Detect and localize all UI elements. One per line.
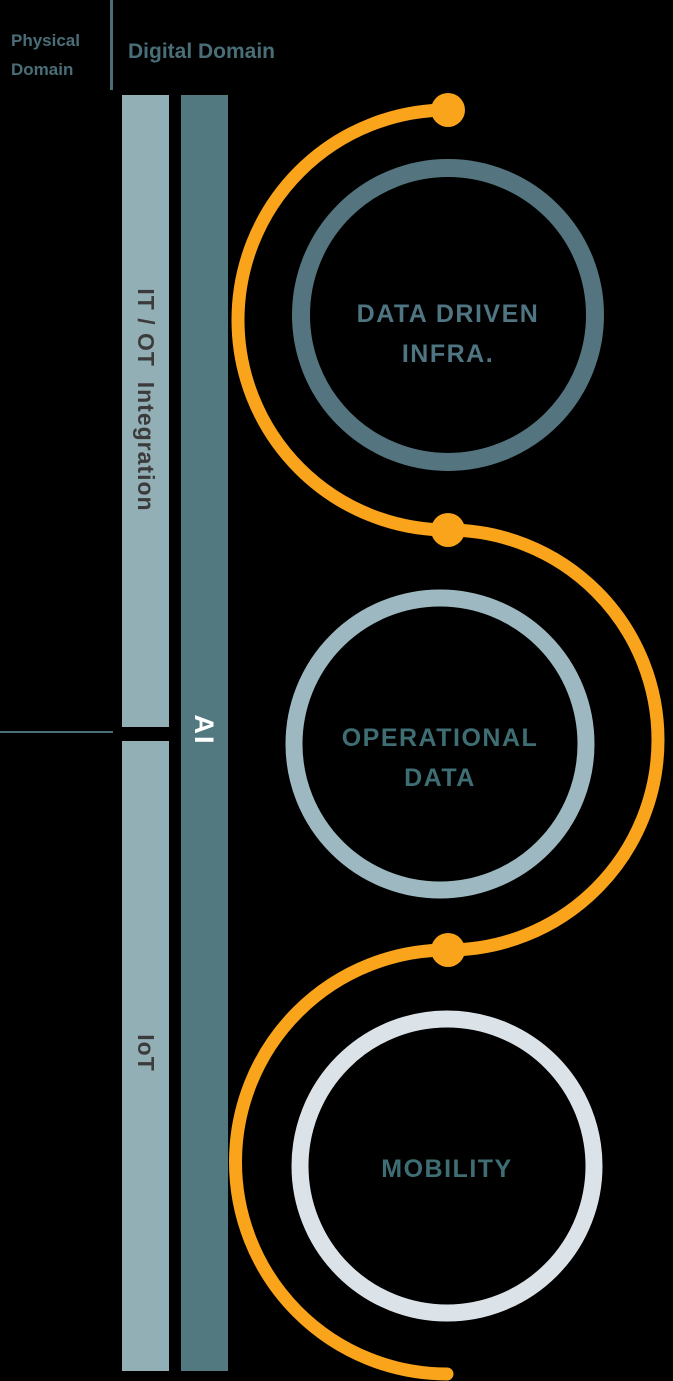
ai-bar (181, 95, 228, 1371)
operational-data-ring (285, 589, 595, 899)
flow-node-dot-2 (431, 513, 465, 547)
digital-domain-label: Digital Domain (128, 40, 276, 63)
data-driven-infra-label: DATA DRIVEN INFRA. (356, 300, 540, 368)
flow-node-dot-3 (431, 933, 465, 967)
domain-divider-line (110, 0, 113, 90)
mobility-label: MOBILITY (381, 1155, 513, 1183)
iot-bar (122, 741, 169, 1371)
itot-integration-bar (122, 95, 169, 727)
data-driven-infra-ring (292, 159, 604, 471)
mobility-ring (291, 1010, 603, 1322)
physical-digital-tick-line (0, 731, 113, 733)
operational-data-label: OPERATIONAL DATA (341, 724, 539, 792)
physical-domain-label: Physical Domain (11, 31, 80, 79)
orange-flow-curve (229, 103, 665, 1381)
flow-node-dot-1 (431, 93, 465, 127)
